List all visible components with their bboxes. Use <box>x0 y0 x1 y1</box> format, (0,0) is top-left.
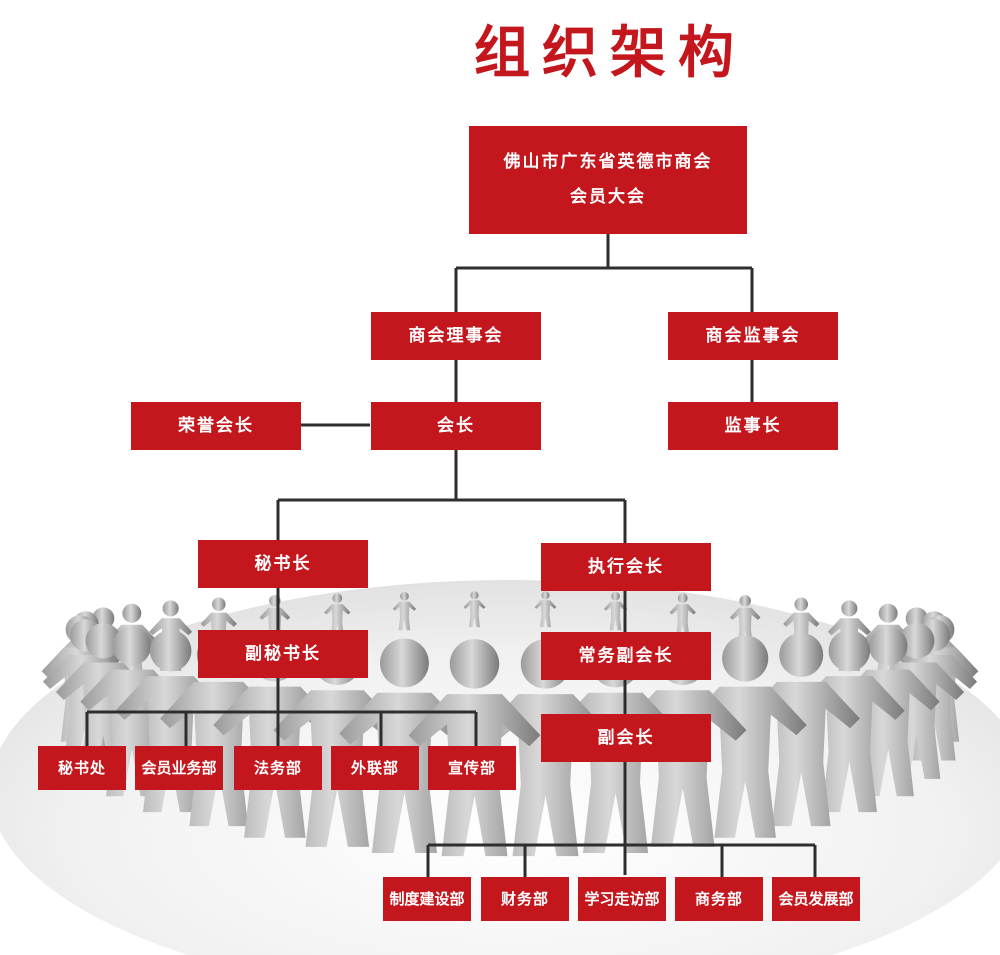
person-figure <box>742 632 860 827</box>
secretariat-box: 秘书处 <box>38 746 126 790</box>
member-assembly-box: 佛山市广东省英德市商会 会员大会 <box>469 126 747 234</box>
chief-supervisor-box: 监事长 <box>668 402 838 450</box>
person-figure <box>603 591 628 631</box>
page-title: 组织架构 <box>474 20 746 86</box>
legal-dept-box: 法务部 <box>234 746 322 790</box>
external-liaison-box: 外联部 <box>331 746 419 790</box>
person-figure <box>115 629 227 813</box>
system-building-box: 制度建设部 <box>383 877 471 921</box>
assembly-line-2: 会员大会 <box>570 187 646 207</box>
standing-vice-president-box: 常务副会长 <box>541 632 711 680</box>
secretary-general-box: 秘书长 <box>198 540 368 588</box>
person-figure <box>324 593 351 637</box>
president-box: 会长 <box>371 402 541 450</box>
person-figure <box>683 635 807 838</box>
council-box: 商会理事会 <box>371 312 541 360</box>
person-figure <box>729 595 761 646</box>
member-development-box: 会员发展部 <box>772 877 860 921</box>
membership-affairs-box: 会员业务部 <box>135 746 223 790</box>
person-figure <box>463 591 486 628</box>
business-dept-box: 商务部 <box>675 877 763 921</box>
person-figure <box>534 591 557 628</box>
honorary-president-box: 荣誉会长 <box>131 402 301 450</box>
person-figure <box>793 629 905 813</box>
person-figure <box>869 623 965 779</box>
person-figure <box>80 626 184 797</box>
supervisory-board-box: 商会监事会 <box>668 312 838 360</box>
finance-dept-box: 财务部 <box>481 877 569 921</box>
study-visit-box: 学习走访部 <box>578 877 666 921</box>
person-figure <box>669 593 696 637</box>
publicity-dept-box: 宣传部 <box>428 746 516 790</box>
vice-president-box: 副会长 <box>541 714 711 762</box>
executive-president-box: 执行会长 <box>541 543 711 591</box>
person-figure <box>55 623 151 779</box>
assembly-line-1: 佛山市广东省英德市商会 <box>503 152 713 172</box>
deputy-secretary-general-box: 副秘书长 <box>198 630 368 678</box>
person-figure <box>392 591 417 631</box>
person-figure <box>836 626 940 797</box>
